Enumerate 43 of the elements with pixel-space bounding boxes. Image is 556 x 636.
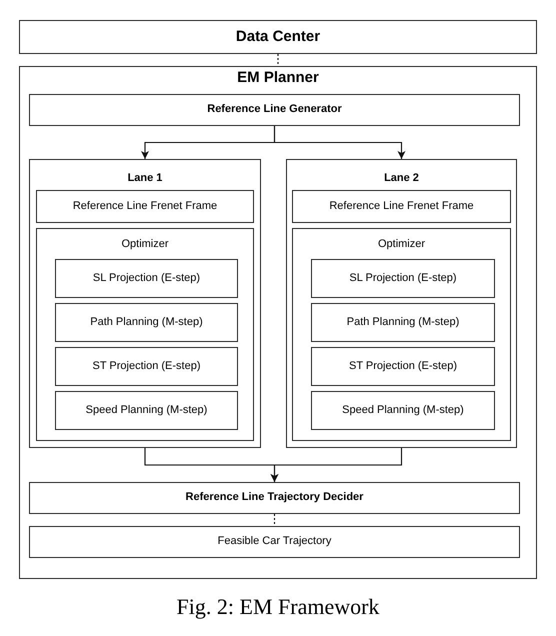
process-box — [29, 526, 520, 558]
process-box — [36, 190, 254, 223]
box-label: Path Planning (M-step) — [346, 316, 460, 330]
process-box — [55, 347, 238, 386]
process-box — [55, 391, 238, 430]
module-panel — [29, 159, 261, 448]
box-label: Reference Line Frenet Frame — [329, 200, 474, 214]
process-box — [292, 190, 511, 223]
panel-title: Optimizer — [378, 238, 426, 252]
process-box — [311, 259, 495, 298]
panel-title: Lane 2 — [384, 172, 419, 186]
box-label: ST Projection (E-step) — [92, 360, 200, 374]
box-label: ST Projection (E-step) — [348, 360, 457, 374]
panel-title: Lane 1 — [128, 172, 162, 186]
process-box — [29, 482, 520, 514]
planner-panel — [19, 66, 537, 579]
module-panel — [286, 159, 517, 448]
process-box — [55, 303, 238, 342]
dotted-connector — [274, 514, 276, 526]
process-box — [19, 20, 537, 54]
box-label: SL Projection (E-step) — [92, 272, 200, 286]
box-label: Path Planning (M-step) — [90, 316, 203, 330]
panel-title: Optimizer — [121, 238, 169, 252]
process-box — [29, 94, 520, 126]
dotted-connector — [277, 54, 279, 66]
sub-panel — [292, 228, 511, 441]
box-label: Speed Planning (M-step) — [86, 404, 208, 418]
process-box — [311, 303, 495, 342]
box-label: SL Projection (E-step) — [349, 272, 457, 286]
box-label: Speed Planning (M-step) — [342, 404, 464, 418]
box-label: Reference Line Trajectory Decider — [186, 491, 364, 505]
arrow — [274, 126, 406, 159]
process-box — [55, 259, 238, 298]
sub-panel — [36, 228, 254, 441]
panel-title: EM Planner — [237, 69, 319, 87]
process-box — [311, 347, 495, 386]
process-box — [311, 391, 495, 430]
box-label: Reference Line Frenet Frame — [72, 200, 218, 214]
box-label: Data Center — [236, 28, 320, 46]
arrow — [270, 448, 402, 482]
box-label: Reference Line Generator — [207, 103, 342, 117]
box-label: Feasible Car Trajectory — [218, 535, 332, 549]
figure-caption: Fig. 2: EM Framework — [176, 594, 380, 619]
